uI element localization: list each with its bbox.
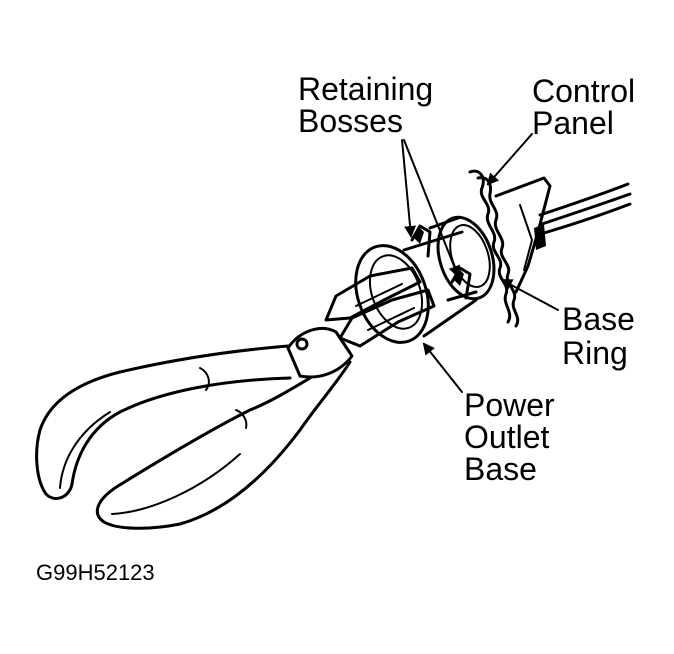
control-panel-drawing — [468, 169, 632, 328]
arrow-retaining-boss-1 — [401, 139, 417, 238]
label-base-line-3: Base — [464, 451, 537, 487]
label-retaining-line-1: Retaining — [298, 71, 433, 107]
label-outlet-line-2: Outlet — [464, 419, 549, 455]
pliers-drawing — [35, 266, 436, 530]
label-control-line-1: Control — [532, 73, 635, 109]
arrow-base-ring — [500, 279, 559, 311]
label-ring-line-2: Ring — [562, 335, 628, 371]
arrow-power-outlet-base — [422, 342, 463, 393]
figure-code: G99H52123 — [36, 560, 155, 585]
leader-arrows — [401, 133, 559, 393]
label-panel-line-2: Panel — [532, 105, 614, 141]
label-base-line-1: Base — [562, 301, 635, 337]
label-power-line-1: Power — [464, 387, 555, 423]
arrow-control-panel — [486, 133, 533, 186]
arrow-retaining-boss-2 — [403, 139, 460, 278]
label-bosses-line-2: Bosses — [298, 103, 403, 139]
